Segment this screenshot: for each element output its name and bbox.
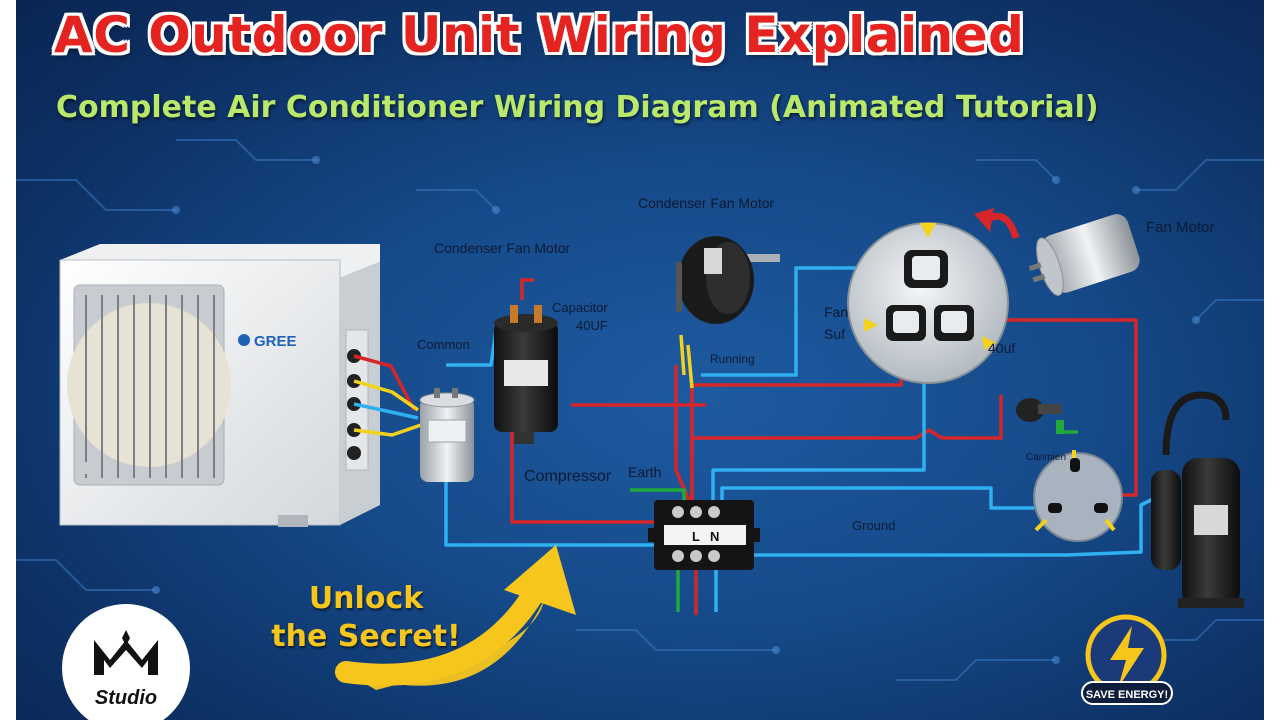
fan-capacitor [419, 388, 475, 482]
label-compressor: Compressor [524, 468, 612, 485]
label-fan-motor: Fan Motor [1146, 219, 1215, 236]
label-ground: Ground [852, 518, 896, 533]
fan-motor-capacitor [1028, 214, 1140, 296]
wires [353, 266, 1162, 615]
label-condenser-fan-motor-top: Condenser Fan Motor [638, 195, 775, 211]
page-title: AC Outdoor Unit Wiring Explained [54, 6, 1025, 64]
callout-text: Unlock the Secret! [266, 580, 466, 656]
compressor-terminal-plate [1033, 450, 1123, 542]
overload-protector [1016, 398, 1064, 434]
diagram-canvas: GREE [16, 0, 1264, 720]
label-capacitor: Capacitor [552, 300, 608, 315]
terminal-block: L N [648, 500, 760, 570]
lightning-icon [1110, 626, 1144, 688]
gree-logo: GREE [238, 333, 297, 350]
ac-outdoor-unit [59, 244, 380, 527]
rotary-compressor [1151, 391, 1244, 608]
condenser-fan-motor [676, 236, 780, 324]
badge-label: SAVE ENERGY! [1086, 689, 1168, 701]
label-running: Running [710, 352, 755, 366]
label-condenser-fan-motor-left: Condenser Fan Motor [434, 240, 571, 256]
callout-line-1: Unlock [308, 581, 424, 616]
studio-logo: Studio [62, 604, 190, 720]
logo-text: Studio [95, 687, 157, 709]
right-margin [1264, 0, 1280, 720]
left-margin [0, 0, 16, 720]
callout-line-2: the Secret! [271, 619, 461, 654]
compressor-capacitor [494, 305, 558, 444]
dual-capacitor-disc [847, 222, 1009, 384]
label-40uf: 40uf [988, 340, 1016, 356]
brand-label: GREE [254, 333, 297, 350]
mm-monogram-icon [94, 640, 158, 675]
rotation-arrow [974, 208, 1020, 240]
wiring-diagram: GREE [16, 139, 1264, 720]
label-fan: Fan [824, 304, 849, 320]
label-canmien: Canmien [1026, 452, 1067, 463]
terminal-l: L [692, 529, 700, 544]
callout-arrow [335, 545, 576, 690]
label-capacitor-value: 40UF [576, 318, 608, 333]
circuit-traces [16, 139, 1264, 681]
page-subtitle: Complete Air Conditioner Wiring Diagram … [56, 90, 1099, 125]
terminal-n: N [710, 529, 719, 544]
label-earth: Earth [628, 464, 662, 480]
save-energy-badge: SAVE ENERGY! [1081, 614, 1173, 705]
label-fan-value: Suf [824, 326, 846, 342]
label-common: Common [417, 337, 470, 352]
